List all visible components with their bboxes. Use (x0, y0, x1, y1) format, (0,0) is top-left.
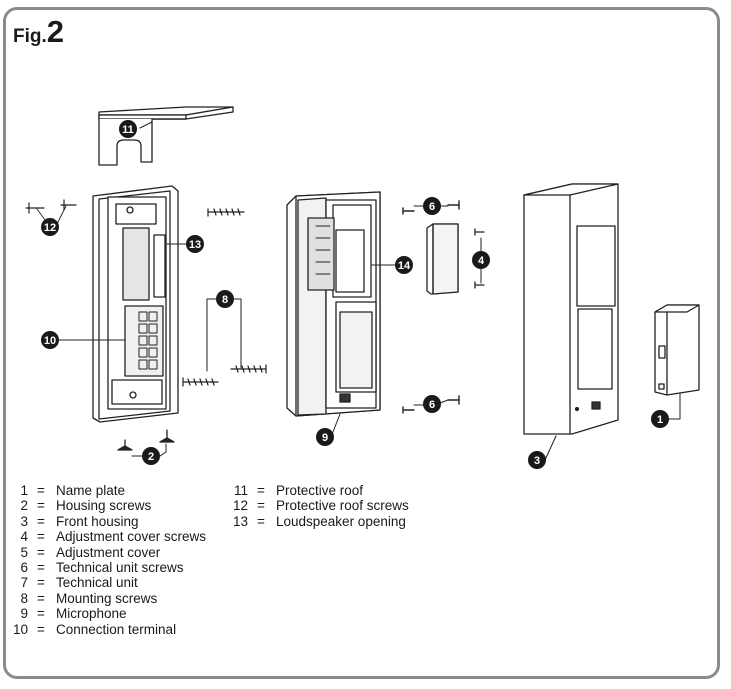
callout-12: 12 (41, 218, 59, 236)
figure-prefix: Fig. (13, 26, 47, 47)
svg-text:6: 6 (429, 201, 435, 213)
svg-text:4: 4 (478, 255, 485, 267)
leader-lines (57, 121, 681, 461)
legend-row: 3=Front housing (20, 513, 139, 529)
callout-badges: 11 12 13 8 10 2 14 9 6 6 4 3 1 (41, 120, 669, 469)
legend-row: 9=Microphone (20, 606, 127, 622)
protective-roof-part (98, 106, 234, 166)
technical-unit-screws-part (402, 200, 460, 414)
parts-legend-left: 1=Name plate 2=Housing screws 3=Front ho… (8, 483, 206, 637)
callout-11: 11 (119, 120, 137, 138)
svg-text:3: 3 (534, 455, 540, 467)
legend-row: 8=Mounting screws (20, 590, 158, 606)
legend-row: 2=Housing screws (20, 498, 152, 514)
legend-row: 1=Name plate (20, 483, 126, 498)
svg-text:8: 8 (222, 294, 228, 306)
legend-row: 10=Connection terminal (12, 621, 177, 637)
svg-text:1: 1 (657, 414, 663, 426)
svg-text:9: 9 (322, 432, 328, 444)
technical-unit-part (286, 191, 381, 417)
callout-2: 2 (142, 447, 160, 465)
adjustment-cover-screws-part (474, 228, 485, 289)
mounting-screws-part (182, 208, 267, 387)
svg-text:14: 14 (398, 260, 411, 272)
callout-6-top: 6 (423, 197, 441, 215)
svg-text:11: 11 (122, 124, 134, 136)
figure-number: 2 (46, 14, 65, 49)
legend-row: 12=Protective roof screws (232, 498, 409, 514)
callout-14: 14 (395, 256, 413, 274)
callout-8: 8 (216, 290, 234, 308)
name-plate-part (654, 304, 700, 396)
svg-text:6: 6 (429, 399, 435, 411)
callout-9: 9 (316, 428, 334, 446)
svg-text:13: 13 (189, 239, 201, 251)
callout-13: 13 (186, 235, 204, 253)
legend-row: 6=Technical unit screws (20, 560, 184, 576)
adjustment-cover-part (426, 223, 459, 295)
callout-1: 1 (651, 410, 669, 428)
figure-title: Fig.2 (13, 14, 64, 50)
svg-text:2: 2 (148, 451, 154, 463)
callout-6-bottom: 6 (423, 395, 441, 413)
legend-row: 13=Loudspeaker opening (232, 513, 406, 529)
callout-4: 4 (472, 251, 490, 269)
legend-row: 7=Technical unit (20, 575, 138, 591)
front-housing-part (523, 183, 619, 435)
svg-text:12: 12 (44, 222, 56, 234)
housing-screws-part (117, 429, 175, 457)
callout-3: 3 (528, 451, 546, 469)
legend-row: 11=Protective roof (233, 483, 364, 498)
svg-text:10: 10 (44, 335, 56, 347)
parts-legend-right: 11=Protective roof 12=Protective roof sc… (228, 483, 409, 529)
base-housing-part (92, 185, 179, 423)
legend-row: 4=Adjustment cover screws (20, 529, 207, 545)
protective-roof-screws-part (25, 199, 77, 225)
legend-row: 5=Adjustment cover (20, 544, 161, 560)
callout-10: 10 (41, 331, 59, 349)
